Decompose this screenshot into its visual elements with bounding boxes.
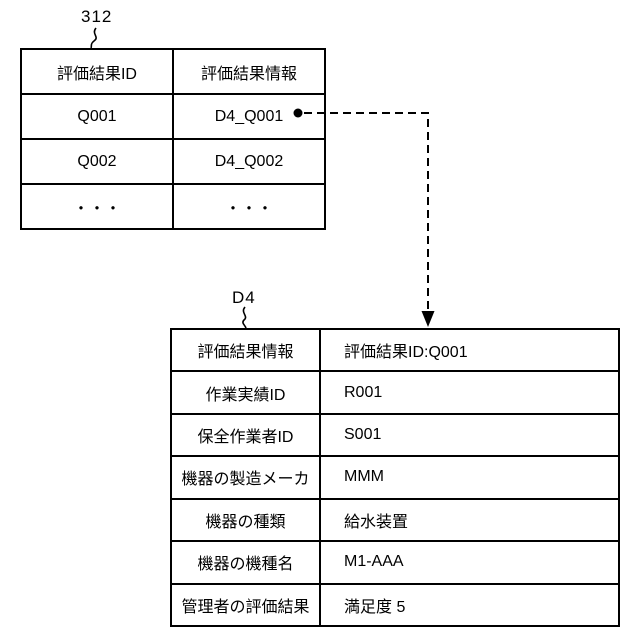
cell-eval-info: D4_Q001 [172,93,326,140]
detail-label-work-record-id: 作業実績ID [170,370,321,415]
header-cell-eval-result-id: 評価結果ID [20,48,174,95]
table-row: Q002 D4_Q002 [20,138,326,185]
table-row: 管理者の評価結果 満足度 5 [170,582,620,628]
table-row: 機器の機種名 M1-AAA [170,540,620,585]
table-header-row: 評価結果ID 評価結果情報 [20,48,326,95]
evaluation-result-detail-table: 評価結果情報 評価結果ID:Q001 作業実績ID R001 保全作業者ID S… [170,327,620,628]
ref-label-312: 312 [81,7,113,26]
cell-eval-info: D4_Q002 [172,138,326,185]
detail-label-eval-result-info: 評価結果情報 [170,327,321,373]
detail-label-equipment-type: 機器の種類 [170,497,321,543]
table-row: 機器の製造メーカ MMM [170,455,620,500]
header-cell-eval-result-info: 評価結果情報 [172,48,326,95]
cell-ellipsis: ・・・ [172,183,326,230]
detail-value-manager-evaluation: 満足度 5 [319,582,620,628]
down-arrowhead-icon [421,311,435,327]
detail-value-model-name: M1-AAA [319,540,620,585]
detail-value-eval-result-id: 評価結果ID:Q001 [319,327,620,373]
table-row: 作業実績ID R001 [170,370,620,415]
table-row: Q001 D4_Q001 [20,93,326,140]
detail-label-manager-evaluation: 管理者の評価結果 [170,582,321,628]
cell-eval-id: Q001 [20,93,174,140]
detail-value-manufacturer: MMM [319,455,620,500]
table-row: 機器の種類 給水装置 [170,497,620,543]
cell-eval-id: Q002 [20,138,174,185]
table-row: ・・・ ・・・ [20,183,326,230]
ref-label-d4: D4 [232,288,256,307]
cell-ellipsis: ・・・ [20,183,174,230]
detail-value-maintenance-worker-id: S001 [319,412,620,458]
evaluation-result-index-table: 評価結果ID 評価結果情報 Q001 D4_Q001 Q002 D4_Q002 … [20,48,326,230]
detail-label-model-name: 機器の機種名 [170,540,321,585]
detail-label-manufacturer: 機器の製造メーカ [170,455,321,500]
table-row: 評価結果情報 評価結果ID:Q001 [170,327,620,373]
detail-value-equipment-type: 給水装置 [319,497,620,543]
leader-line-d4 [242,306,247,329]
leader-line-312 [90,27,97,49]
detail-label-maintenance-worker-id: 保全作業者ID [170,412,321,458]
table-row: 保全作業者ID S001 [170,412,620,458]
detail-value-work-record-id: R001 [319,370,620,415]
